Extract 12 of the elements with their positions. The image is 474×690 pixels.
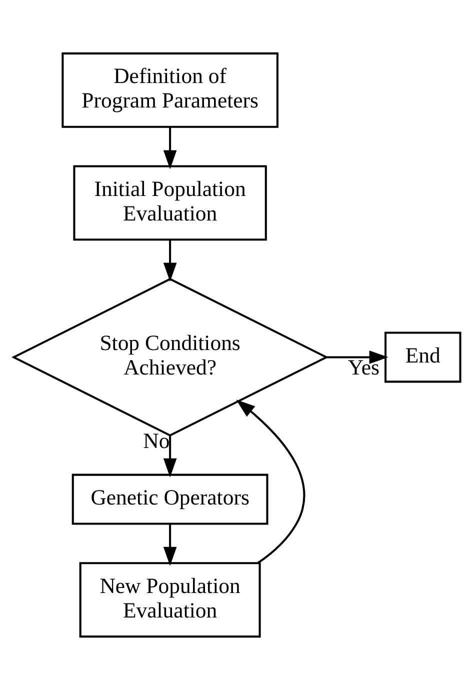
arrow	[163, 436, 177, 478]
node-box: Initial Population Evaluation	[73, 165, 267, 241]
edge-label: Yes	[348, 356, 380, 380]
arrow	[163, 240, 177, 282]
node-box: Genetic Operators	[72, 474, 268, 525]
node-box: New Population Evaluation	[79, 562, 261, 638]
arrow	[326, 350, 388, 364]
node-box: Definition of Program Parameters	[62, 52, 278, 128]
arrow	[163, 126, 177, 170]
node-box: End	[384, 332, 462, 383]
arrow	[236, 400, 306, 564]
arrow	[163, 524, 177, 566]
